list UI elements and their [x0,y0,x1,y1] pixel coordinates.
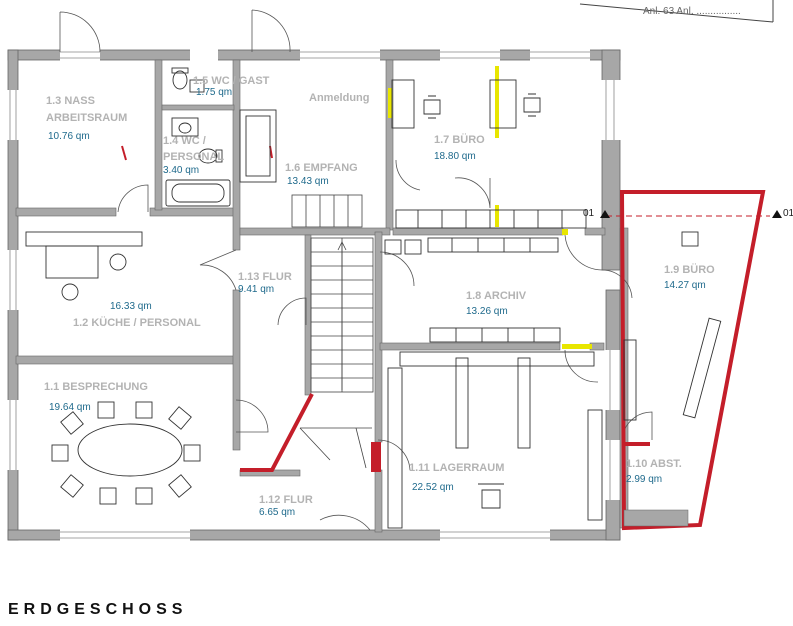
room-name: 1.5 WC / GAST [193,75,270,87]
title-block-text: Anl. 63 Anl. ................ [643,6,741,17]
room-name: 1.7 BÜRO [434,133,485,146]
room-area: 13.43 qm [287,176,329,187]
room-name-line1: 1.3 NASS [46,95,95,107]
room-name-line1: 1.4 WC / [163,135,206,147]
room-area: 19.64 qm [49,402,91,413]
room-area: 16.33 qm [110,301,152,312]
room-1-9: 1.9 BÜRO 14.27 qm [664,263,715,291]
room-1-7: 1.7 BÜRO 18.80 qm [434,133,485,162]
title-block: Anl. 63 Anl. ................ [579,0,774,23]
doors [59,9,653,531]
room-name-line2: PERSONAL [163,151,224,163]
room-1-5: 1.5 WC / GAST 1.75 qm [193,75,270,98]
room-1-12: 1.12 FLUR 6.65 qm [259,494,313,518]
room-name: 1.10 ABST. [626,458,682,470]
section-line: 01 01 [583,208,793,219]
new-walls [121,145,766,531]
room-area: 1.75 qm [196,87,232,98]
room-area: 3.40 qm [163,165,199,176]
room-1-3: 1.3 NASS ARBEITSRAUM 10.76 qm [46,95,127,142]
extension-walls [623,509,689,527]
room-area: 13.26 qm [466,306,508,317]
room-area: 18.80 qm [434,151,476,162]
room-name-line2: ARBEITSRAUM [46,112,127,124]
room-area: 22.52 qm [412,482,454,493]
room-name: 1.9 BÜRO [664,263,715,276]
room-name: 1.1 BESPRECHUNG [44,381,148,393]
room-1-2: 16.33 qm 1.2 KÜCHE / PERSONAL [73,301,201,329]
room-area: 2.99 qm [626,474,662,485]
room-1-6: Anmeldung 1.6 EMPFANG 13.43 qm [285,92,370,187]
room-1-10: 1.10 ABST. 2.99 qm [626,458,682,485]
room-1-8: 1.8 ARCHIV 13.26 qm [466,290,527,317]
room-name: 1.6 EMPFANG [285,162,358,174]
room-extra-label: Anmeldung [309,92,370,104]
room-area: 14.27 qm [664,280,706,291]
section-label-left: 01 [583,208,595,219]
room-area: 9.41 qm [238,284,274,295]
interior-walls [15,59,629,533]
window-lines [9,51,615,539]
furniture [25,67,722,529]
yellow-markers [388,66,592,349]
room-name: 1.12 FLUR [259,494,313,506]
room-name: 1.13 FLUR [238,271,292,283]
section-label-right: 01 [783,208,793,219]
room-1-1: 1.1 BESPRECHUNG 19.64 qm [44,381,148,413]
room-name: 1.2 KÜCHE / PERSONAL [73,316,201,329]
new-wall-block [371,442,381,472]
staircase [291,194,374,469]
room-area: 6.65 qm [259,507,295,518]
room-name: 1.11 LAGERRAUM [409,462,504,474]
room-name: 1.8 ARCHIV [466,290,527,302]
room-area: 10.76 qm [48,131,90,142]
floor-title: ERDGESCHOSS [8,601,187,618]
room-1-11: 1.11 LAGERRAUM 22.52 qm [409,462,504,493]
room-1-4: 1.4 WC / PERSONAL 3.40 qm [163,135,224,176]
room-1-13: 1.13 FLUR 9.41 qm [238,271,292,295]
windows [6,48,622,542]
